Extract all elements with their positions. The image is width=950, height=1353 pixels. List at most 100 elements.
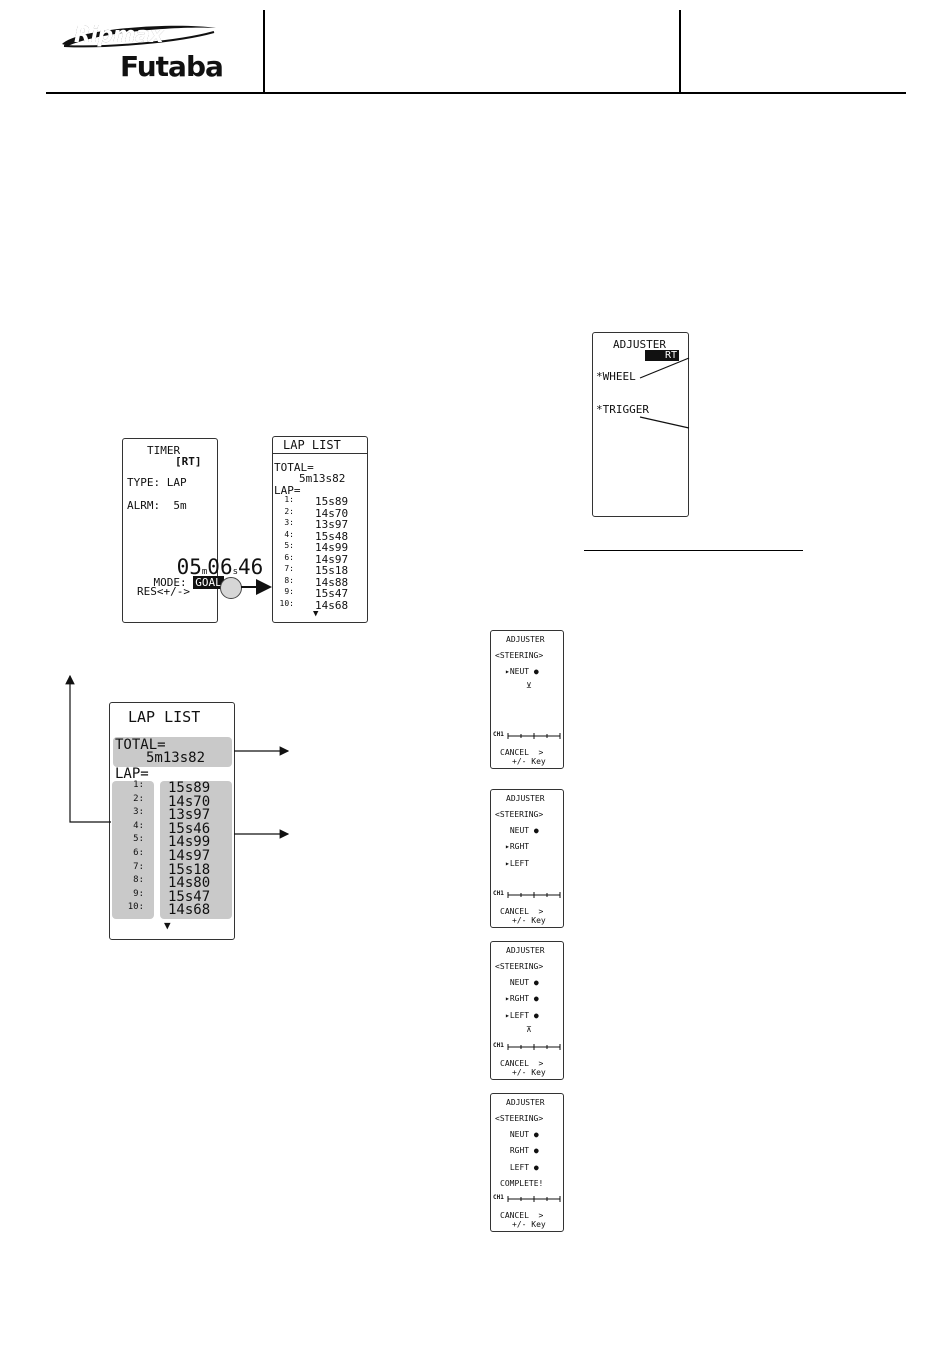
lap-time: 13s97 [315,518,349,531]
timer-alarm: ALRM: 5m [127,499,187,512]
section-rule [584,550,803,551]
step-subtitle: <STEERING> [495,651,544,660]
lap-time: 14s80 [168,875,211,892]
lap-number: 10: [127,902,144,913]
lap-time: 14s99 [315,541,349,554]
lap-time: 15s18 [168,861,211,878]
step-subtitle: <STEERING> [495,962,544,971]
header-rule [46,92,906,94]
lap-number: 1: [133,780,144,790]
step-channel: CH1 [493,1042,504,1049]
scroll-down-icon: ▼ [313,609,319,619]
step-title: ADJUSTER [506,794,545,803]
lap-time: 15s18 [315,564,349,577]
lap-time: 14s97 [168,848,211,864]
step-marker-icon: ⊼ [526,1025,532,1034]
step-channel: CH1 [493,1194,504,1201]
lap-time: 15s48 [315,529,349,543]
step-line-neut: NEUT ● [505,978,539,987]
lap-number: 10: [279,598,294,608]
lap-number: 2: [284,506,294,516]
lap-time: 15s46 [168,820,211,837]
lap-time: 15s89 [315,495,349,508]
step-title: ADJUSTER [506,635,545,644]
lap-number: 8: [284,575,294,585]
timer-mode: MODE: GOAL [127,563,224,602]
lap-number: 7: [133,861,144,872]
step-cancel: CANCEL > [500,748,544,757]
step-title: ADJUSTER [506,1098,545,1107]
lap-time: 15s47 [315,587,349,600]
lap-list-title-rule [273,453,367,454]
step-line-neut: NEUT ● [505,826,539,835]
lap-label: LAP= [115,766,149,782]
lap-number: 9: [133,888,144,899]
lap-time: 14s70 [315,506,349,520]
lap-number: 1: [284,495,294,504]
step-line-neut: NEUT ● [505,1130,539,1139]
timer-readout: 05m06s46 [126,531,264,603]
adjuster-badge: RT [645,350,679,361]
step-key: +/- Key [512,757,546,766]
timer-unit-s: s [232,567,239,577]
step-title: ADJUSTER [506,946,545,955]
ripmax-logo: Ripmax [58,22,218,50]
futaba-wordmark: Futaba [120,50,224,83]
step-cancel: CANCEL > [500,1059,544,1068]
lap-number: 4: [284,529,294,539]
channel-bar-icon [507,1044,561,1050]
up-arrow-icon [65,674,111,823]
scroll-down-icon: ▼ [164,919,171,932]
lap-total-label: TOTAL= [115,737,166,753]
ripmax-wordmark: Ripmax [74,23,164,48]
step-subtitle: <STEERING> [495,810,544,819]
step-cancel: CANCEL > [500,907,544,916]
lap-list-title: LAP LIST [283,438,341,452]
step-key: +/- Key [512,916,546,925]
lap-number: 2: [133,793,144,804]
step-line-status: COMPLETE! [500,1179,544,1188]
timer-title: TIMER [147,444,181,457]
timer-unit-m: m [201,567,208,577]
lap-number: 5: [133,834,144,845]
adjuster-item-trigger: *TRIGGER [596,403,649,416]
step-line-rght: RGHT ● [505,1146,539,1155]
lap-time: 15s47 [168,888,211,905]
lap-time: 14s68 [315,598,349,612]
logo-swoosh-icon [62,25,216,48]
timer-mode-value: GOAL [193,576,224,589]
adjuster-step-screen: ADJUSTER <STEERING> NEUT ● RGHT ● LEFT ● C… [490,1093,564,1232]
lap-time: 14s99 [168,834,211,851]
total-highlight [113,737,232,767]
timer-hundredths: 46 [238,555,264,579]
lap-number: 6: [284,552,294,562]
leader-line [639,357,690,379]
step-subtitle: <STEERING> [495,1114,544,1123]
step-marker-icon: ⊻ [526,681,532,690]
lap-number: 8: [133,875,144,886]
channel-bar-icon [507,892,561,898]
lap-number-highlight [112,781,154,919]
timer-mode-label: MODE: [153,576,187,589]
lap-number: 7: [284,564,294,573]
lap-number: 4: [133,820,144,831]
channel-bar-icon [507,1196,561,1202]
lap-number: 6: [133,848,144,858]
step-key: +/- Key [512,1068,546,1077]
channel-bar-icon [507,733,561,739]
lap-label: LAP= [274,484,301,497]
timer-badge: [RT] [175,455,202,468]
step-line-neut: ▸NEUT ● [505,667,539,676]
lap-number: 9: [284,587,294,596]
lap-time: 15s89 [168,780,211,796]
step-line-left: ▸LEFT ● [505,1011,539,1020]
step-line-left: LEFT ● [505,1163,539,1172]
timer-type: TYPE: LAP [127,476,187,489]
adjuster-step-screen: ADJUSTER<STEERING> NEUT ●▸RGHT ●▸LEFT ●⊼… [490,941,564,1080]
lap-time: 14s68 [168,902,211,919]
